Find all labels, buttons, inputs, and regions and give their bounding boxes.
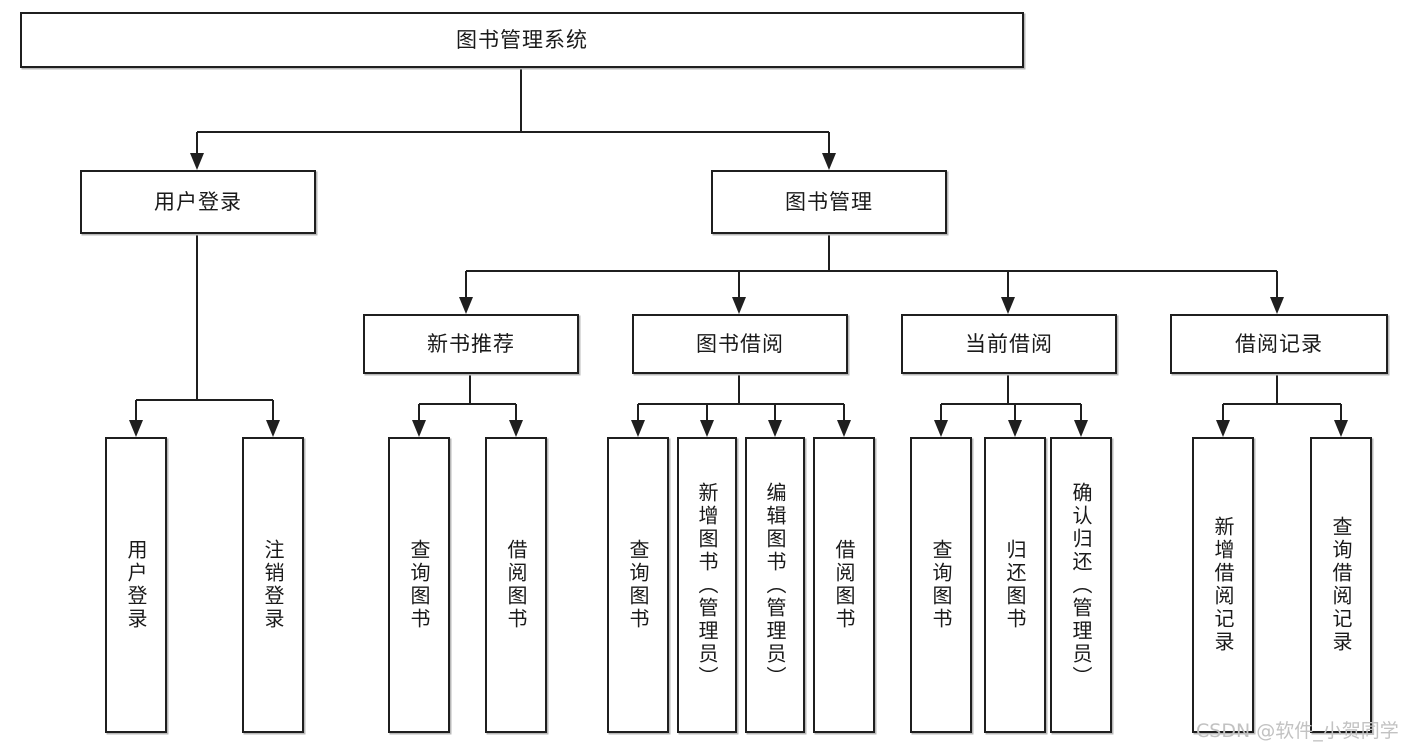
- connector-leaf-drop: [418, 404, 420, 431]
- arrow-head-icon: [631, 420, 645, 437]
- connector-drop-level3: [738, 271, 740, 308]
- node-leaf-borrow-book-1[interactable]: 借阅图书: [485, 437, 547, 733]
- connector-leaf-drop: [1340, 404, 1342, 431]
- connector-leaf-drop: [940, 404, 942, 431]
- arrow-head-icon: [1334, 420, 1348, 437]
- arrow-head-icon: [459, 297, 473, 314]
- arrow-head-icon: [1216, 420, 1230, 437]
- connector-drop-level3: [465, 271, 467, 308]
- node-label-leaf-return-book: 归还图书: [1003, 539, 1027, 631]
- arrow-head-icon: [509, 420, 523, 437]
- arrow-head-icon: [1270, 297, 1284, 314]
- node-label-leaf-borrow-book-2: 借阅图书: [832, 539, 856, 631]
- node-label-leaf-edit-book: 编辑图书（管理员）: [763, 481, 787, 689]
- connector-group-bus: [941, 403, 1081, 405]
- connector-group-stem: [1276, 374, 1278, 404]
- connector-leaf-drop: [1014, 404, 1016, 431]
- arrow-head-icon: [837, 420, 851, 437]
- node-label-leaf-query-book-3: 查询图书: [929, 539, 953, 631]
- connector-group-bus: [419, 403, 516, 405]
- connector-leaf-drop: [637, 404, 639, 431]
- node-label-current-borrow: 当前借阅: [965, 331, 1053, 356]
- node-label-book-borrow: 图书借阅: [696, 331, 784, 356]
- node-leaf-query-book-3[interactable]: 查询图书: [910, 437, 972, 733]
- arrow-head-icon: [412, 420, 426, 437]
- node-leaf-logout[interactable]: 注销登录: [242, 437, 304, 733]
- node-label-leaf-logout: 注销登录: [261, 539, 285, 631]
- node-label-root: 图书管理系统: [456, 27, 588, 52]
- connector-leaf-drop: [135, 400, 137, 431]
- node-current-borrow[interactable]: 当前借阅: [901, 314, 1117, 374]
- node-leaf-add-record[interactable]: 新增借阅记录: [1192, 437, 1254, 733]
- arrow-head-icon: [822, 153, 836, 170]
- connector-leaf-drop: [706, 404, 708, 431]
- node-label-new-book-rec: 新书推荐: [427, 331, 515, 356]
- node-new-book-rec[interactable]: 新书推荐: [363, 314, 579, 374]
- connector-group-bus: [1223, 403, 1341, 405]
- node-book-borrow[interactable]: 图书借阅: [632, 314, 848, 374]
- node-leaf-add-book[interactable]: 新增图书（管理员）: [677, 437, 737, 733]
- node-label-leaf-user-login: 用户登录: [124, 539, 148, 631]
- connector-group-bus: [638, 403, 844, 405]
- node-leaf-query-record[interactable]: 查询借阅记录: [1310, 437, 1372, 733]
- connector-drop-level2: [828, 132, 830, 164]
- node-label-user-login: 用户登录: [154, 189, 242, 214]
- arrow-head-icon: [732, 297, 746, 314]
- connector-drop-level3: [1007, 271, 1009, 308]
- node-label-borrow-record: 借阅记录: [1235, 331, 1323, 356]
- connector-group-stem: [1007, 374, 1009, 404]
- connector-root-stem: [520, 68, 522, 132]
- node-label-leaf-confirm-return: 确认归还（管理员）: [1069, 481, 1093, 689]
- connector-leaf-drop: [1080, 404, 1082, 431]
- arrow-head-icon: [934, 420, 948, 437]
- node-label-leaf-add-record: 新增借阅记录: [1211, 516, 1235, 654]
- connector-book-manage-stem: [828, 234, 830, 271]
- connector-bus-level3: [466, 270, 1277, 272]
- connector-bus-level2: [197, 131, 829, 133]
- node-leaf-query-book-2[interactable]: 查询图书: [607, 437, 669, 733]
- connector-group-stem: [738, 374, 740, 404]
- connector-group-stem: [469, 374, 471, 404]
- connector-leaf-drop: [774, 404, 776, 431]
- connector-drop-level3: [1276, 271, 1278, 308]
- node-root[interactable]: 图书管理系统: [20, 12, 1024, 68]
- node-leaf-borrow-book-2[interactable]: 借阅图书: [813, 437, 875, 733]
- node-leaf-query-book-1[interactable]: 查询图书: [388, 437, 450, 733]
- connector-group-bus: [136, 399, 273, 401]
- node-leaf-return-book[interactable]: 归还图书: [984, 437, 1046, 733]
- connector-leaf-drop: [515, 404, 517, 431]
- node-label-leaf-query-book-2: 查询图书: [626, 539, 650, 631]
- arrow-head-icon: [266, 420, 280, 437]
- connector-leaf-drop: [843, 404, 845, 431]
- connector-leaf-drop: [272, 400, 274, 431]
- arrow-head-icon: [1074, 420, 1088, 437]
- node-label-leaf-query-book-1: 查询图书: [407, 539, 431, 631]
- connector-group-stem: [196, 234, 198, 400]
- connector-drop-level2: [196, 132, 198, 164]
- arrow-head-icon: [1008, 420, 1022, 437]
- node-leaf-confirm-return[interactable]: 确认归还（管理员）: [1050, 437, 1112, 733]
- node-label-leaf-add-book: 新增图书（管理员）: [695, 481, 719, 689]
- arrow-head-icon: [700, 420, 714, 437]
- arrow-head-icon: [190, 153, 204, 170]
- node-label-book-manage: 图书管理: [785, 189, 873, 214]
- arrow-head-icon: [1001, 297, 1015, 314]
- node-label-leaf-borrow-book-1: 借阅图书: [504, 539, 528, 631]
- arrow-head-icon: [768, 420, 782, 437]
- node-leaf-user-login[interactable]: 用户登录: [105, 437, 167, 733]
- node-label-leaf-query-record: 查询借阅记录: [1329, 516, 1353, 654]
- connector-leaf-drop: [1222, 404, 1224, 431]
- node-borrow-record[interactable]: 借阅记录: [1170, 314, 1388, 374]
- node-book-manage[interactable]: 图书管理: [711, 170, 947, 234]
- arrow-head-icon: [129, 420, 143, 437]
- node-leaf-edit-book[interactable]: 编辑图书（管理员）: [745, 437, 805, 733]
- node-user-login[interactable]: 用户登录: [80, 170, 316, 234]
